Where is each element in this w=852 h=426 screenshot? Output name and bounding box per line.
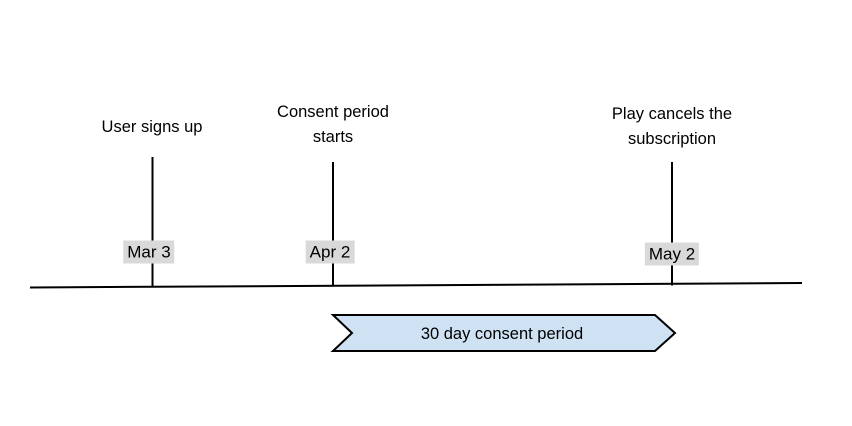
date-badge-may-2: May 2 [644,242,700,266]
consent-period-ribbon [330,314,677,352]
event-label-play-cancels-subscription: Play cancels the subscription [611,105,733,148]
ribbon-label-consent-period: 30 day consent period [420,325,584,343]
event-label-user-signs-up: User signs up [101,118,203,136]
date-badge-apr-2: Apr 2 [305,240,355,264]
event-label-consent-period-starts: Consent period starts [277,103,389,146]
timeline-line [29,282,803,289]
date-badge-mar-3: Mar 3 [123,240,175,264]
